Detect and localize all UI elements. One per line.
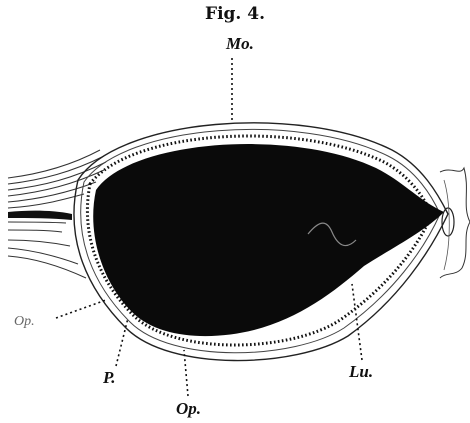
lumen-content (93, 144, 444, 336)
label-op-bottom: Op. (176, 399, 201, 419)
left-fiber-bundle-upper (8, 150, 106, 208)
leader-p (116, 318, 128, 366)
leader-op-bottom (184, 350, 188, 396)
label-op-left: Op. (14, 314, 35, 330)
label-lu: Lu. (349, 362, 373, 382)
label-mo: Mo. (226, 34, 254, 54)
duct-opening (440, 168, 470, 278)
label-p: P. (103, 368, 115, 388)
left-dark-band (8, 211, 72, 220)
leader-lu (352, 284, 362, 360)
leader-op-left (56, 300, 106, 318)
